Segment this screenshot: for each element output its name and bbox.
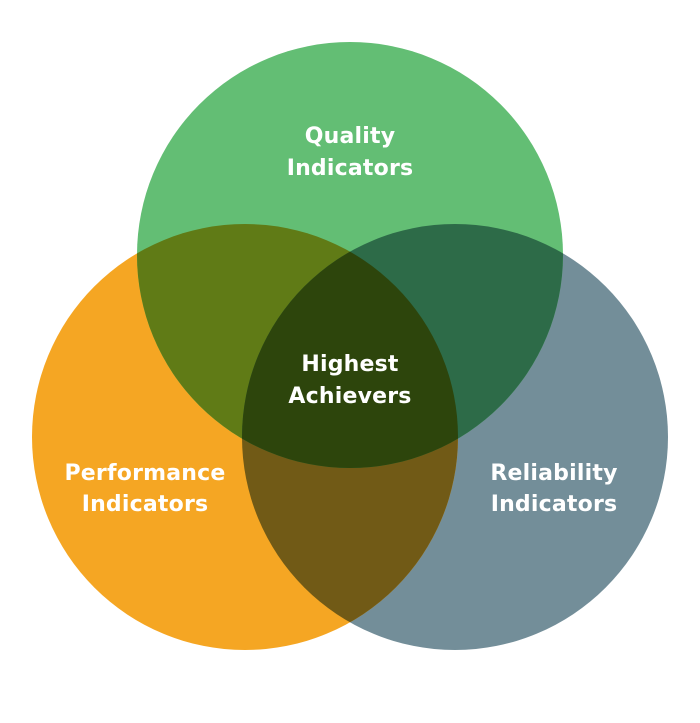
performance-label-line2: Indicators bbox=[82, 492, 209, 517]
quality-label-line1: Quality bbox=[305, 124, 396, 149]
reliability-label-line2: Indicators bbox=[491, 492, 618, 517]
performance-label-line1: Performance bbox=[64, 461, 225, 486]
quality-label-line2: Indicators bbox=[287, 156, 414, 181]
center-overlap bbox=[242, 224, 458, 468]
center-label-line1: Highest bbox=[301, 352, 399, 377]
center-label-line2: Achievers bbox=[288, 384, 411, 409]
reliability-label-line1: Reliability bbox=[490, 461, 617, 486]
